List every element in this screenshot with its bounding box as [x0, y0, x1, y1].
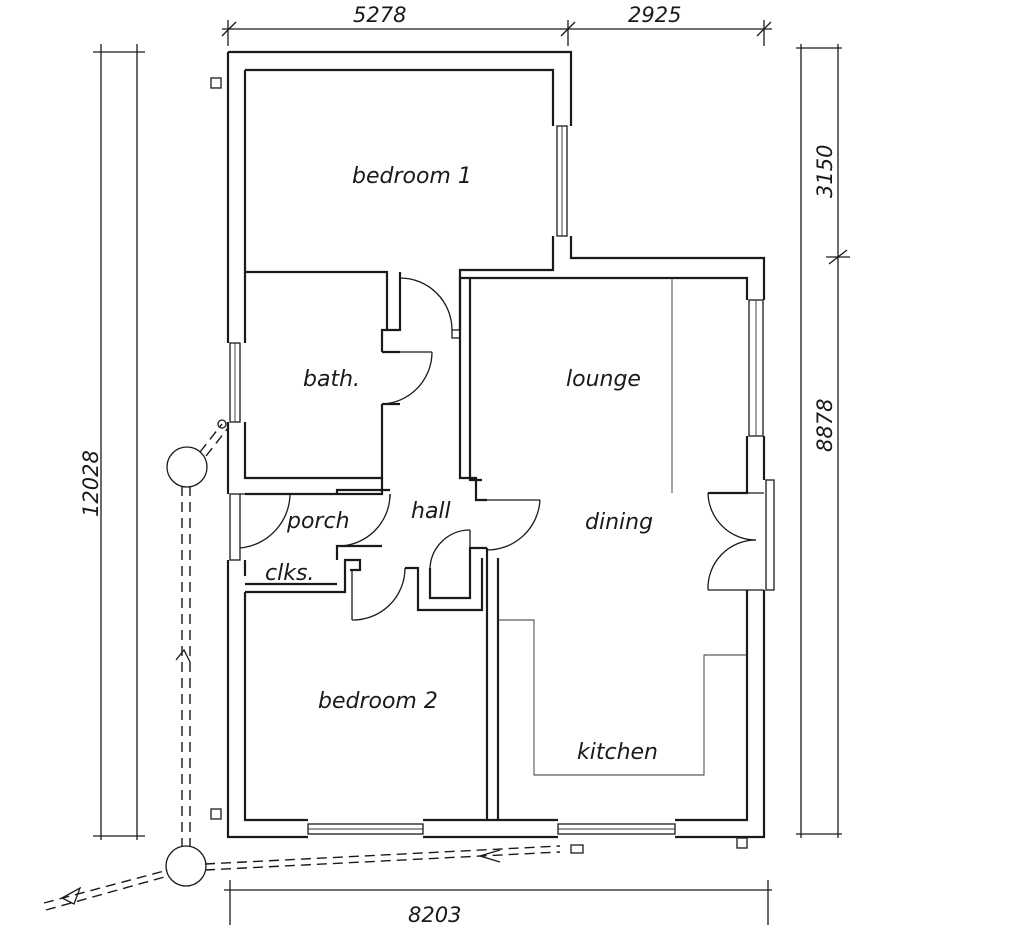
room-label-bedroom-2: bedroom 2 [318, 689, 438, 714]
external-walls [226, 50, 775, 839]
dimension-right-lower: 8878 [813, 399, 837, 452]
dimension-left-total: 12028 [79, 450, 103, 517]
drainage [43, 77, 748, 911]
door-swings [239, 277, 764, 621]
dimension-right-upper: 3150 [813, 145, 837, 198]
room-label-bath: bath. [303, 367, 360, 392]
internal-walls [243, 278, 500, 820]
room-label-clks: clks. [265, 561, 314, 586]
kitchen-units [498, 278, 747, 776]
room-label-kitchen: kitchen [577, 740, 658, 765]
dimension-top-right: 2925 [628, 3, 681, 27]
room-label-hall: hall [411, 499, 451, 524]
dimension-bottom-total: 8203 [408, 903, 461, 927]
room-label-lounge: lounge [566, 367, 641, 392]
dimension-top-left: 5278 [353, 3, 406, 27]
room-label-porch: porch [286, 509, 350, 534]
room-label-bedroom-1: bedroom 1 [352, 164, 472, 189]
dimension-lines [93, 20, 850, 925]
room-label-dining: dining [585, 510, 653, 535]
